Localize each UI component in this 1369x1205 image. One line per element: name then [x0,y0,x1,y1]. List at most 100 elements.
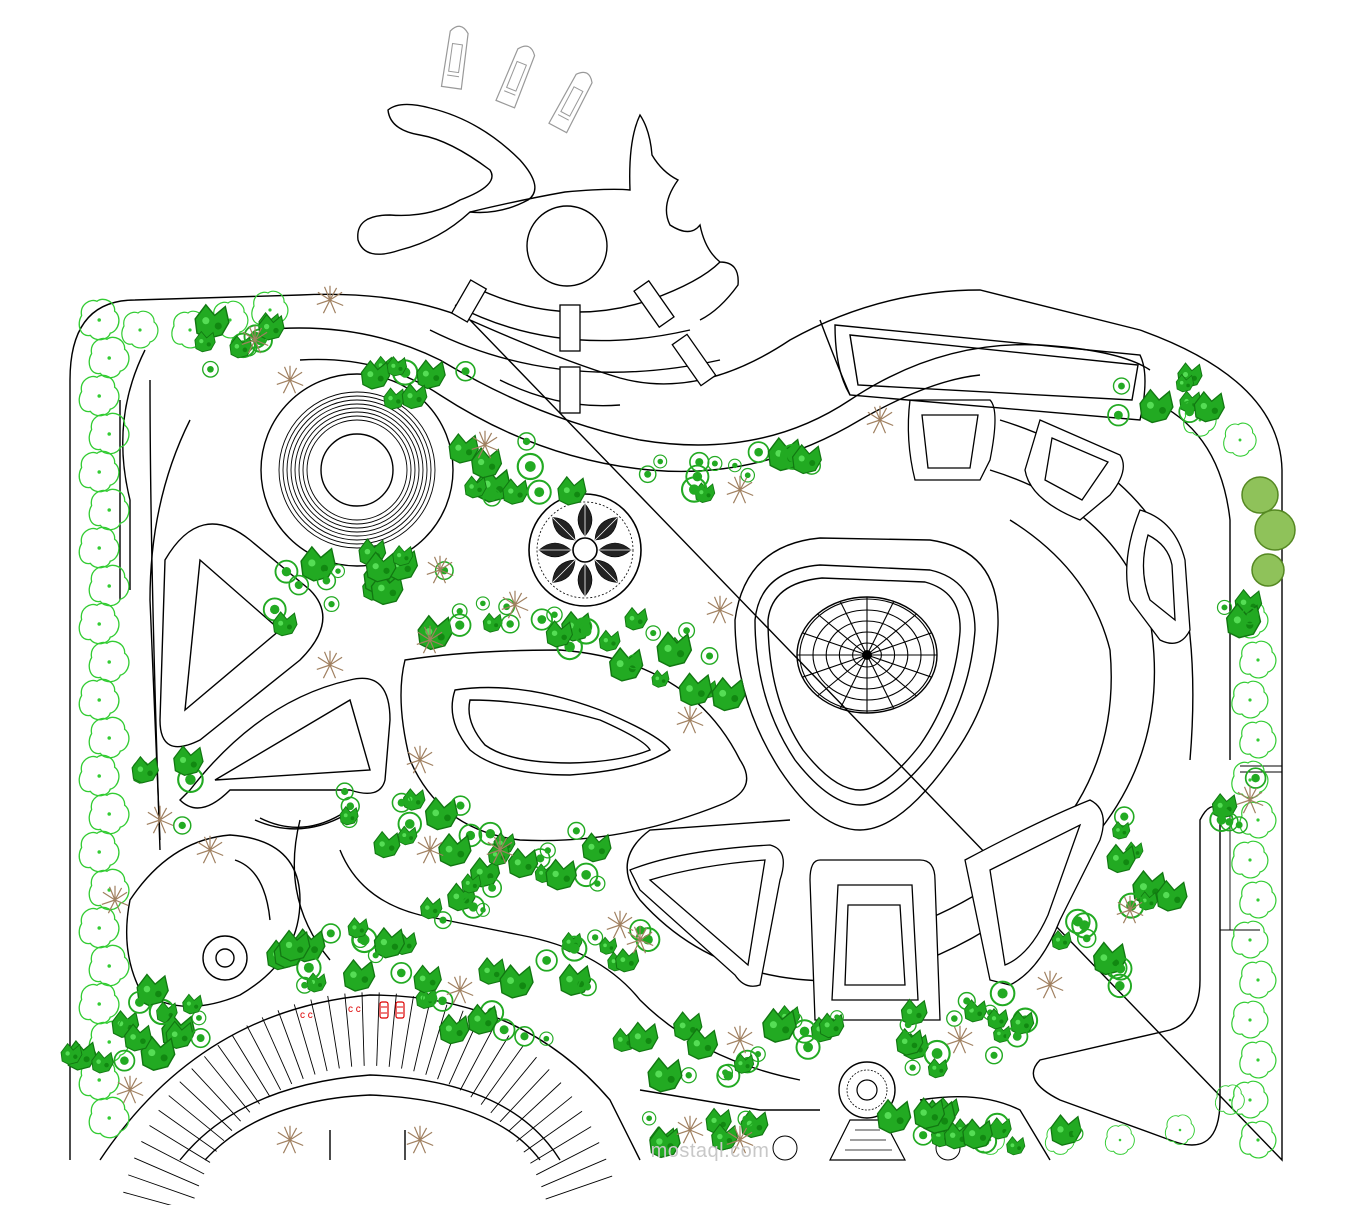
shrub-icon [438,1013,470,1045]
palm-icon [116,1075,144,1104]
tree-icon [1239,1120,1277,1159]
tree-icon [1223,422,1257,457]
palm-icon [606,910,634,939]
tree-icon [78,754,120,797]
palm-icon [426,555,454,584]
svg-text:c c: c c [348,1004,361,1015]
shrub-icon [320,923,341,944]
shrub-icon [424,796,459,831]
shrub-icon [420,896,443,920]
tree-icon [78,450,120,493]
shrub-icon [678,672,713,707]
shrub-icon [373,831,401,859]
dome-building [734,537,999,831]
fountain-icon [538,503,632,597]
palm-icon [276,1125,304,1154]
shrub-icon [587,929,604,946]
shrub-icon [647,1057,683,1093]
palm-icon [866,405,894,434]
top-right-plaza [819,319,1146,421]
tree-icon [1239,960,1277,999]
shrub-icon [500,614,520,634]
shrub-icon [514,1026,535,1047]
shrub-icon [1106,843,1136,874]
tree-icon [1239,1040,1277,1079]
car-icon [379,1001,389,1019]
shrub-icon [1006,1136,1026,1156]
palm-icon [706,595,734,624]
palm-icon [446,975,474,1004]
shrub-icon [656,631,693,668]
palm-icon [196,835,224,864]
tree-icon [1231,920,1269,959]
shrub-icon [651,669,670,688]
tree-icon [88,336,130,379]
tree-icon [78,982,120,1025]
tree-icon [88,716,130,759]
boat-icon [548,67,597,134]
shrub-icon [1107,403,1130,427]
shrub-icon [342,959,376,992]
shrub-icon [475,596,490,611]
tree-icon [78,830,120,873]
shrub-icon [740,1110,769,1139]
shrub-icon [653,454,668,469]
shrub-icon [700,647,719,665]
tree-icon [88,488,130,531]
tree-icon [78,678,120,721]
shrub-icon [1244,767,1267,789]
tree-icon [1239,720,1277,759]
dome-icon [797,597,937,713]
shrub-icon [323,596,340,613]
shrub-icon [507,847,539,879]
shrub-icon [416,359,446,390]
shrub-icon [288,574,310,596]
amphitheater [260,373,454,567]
shrub-icon [641,1111,657,1126]
rosette-fountain [528,493,642,607]
marina-pier [357,24,739,414]
boat-icon [495,42,539,109]
palm-icon [726,475,754,504]
shrub-icon [131,756,160,784]
palm-icon [316,650,344,679]
palm-icon [316,285,344,314]
shrub-icon [202,360,219,378]
shrub-icon [545,858,578,891]
boat-icon [440,24,471,90]
shrub-icon [711,676,746,712]
tree-icon [1239,880,1277,919]
tree-icon [88,640,130,683]
shrub-icon [707,455,723,472]
shrub-icon-group [60,303,1267,1159]
shrub-icon [614,948,640,973]
palm-icon [1036,970,1064,999]
dark-tree-icon-group [1241,476,1296,587]
tree-icon [78,298,120,341]
shrub-icon [438,833,472,867]
palm-icon [276,365,304,394]
shrub-icon [598,629,621,652]
tree-icon [88,564,130,607]
shrub-icon [645,625,662,641]
tree-icon [1239,640,1277,679]
shrub-icon [558,963,592,997]
shrub-icon [747,441,770,464]
shrub-icon [680,1067,697,1084]
shrub-icon [448,613,472,637]
tree-icon [88,1096,130,1139]
shrub-icon [172,816,192,835]
svg-text:c c: c c [300,1010,313,1021]
shrub-icon [740,467,756,483]
tree-icon [88,944,130,987]
shrub-icon [624,607,648,631]
entrance-gazebo [772,1061,961,1161]
shrub-icon [402,788,426,811]
car-icon [395,1001,405,1019]
tree-icon [1231,1000,1269,1039]
shrub-icon [1230,816,1248,834]
shrub-icon [272,611,298,637]
shrub-icon [417,614,453,651]
palm-icon [726,1025,754,1054]
